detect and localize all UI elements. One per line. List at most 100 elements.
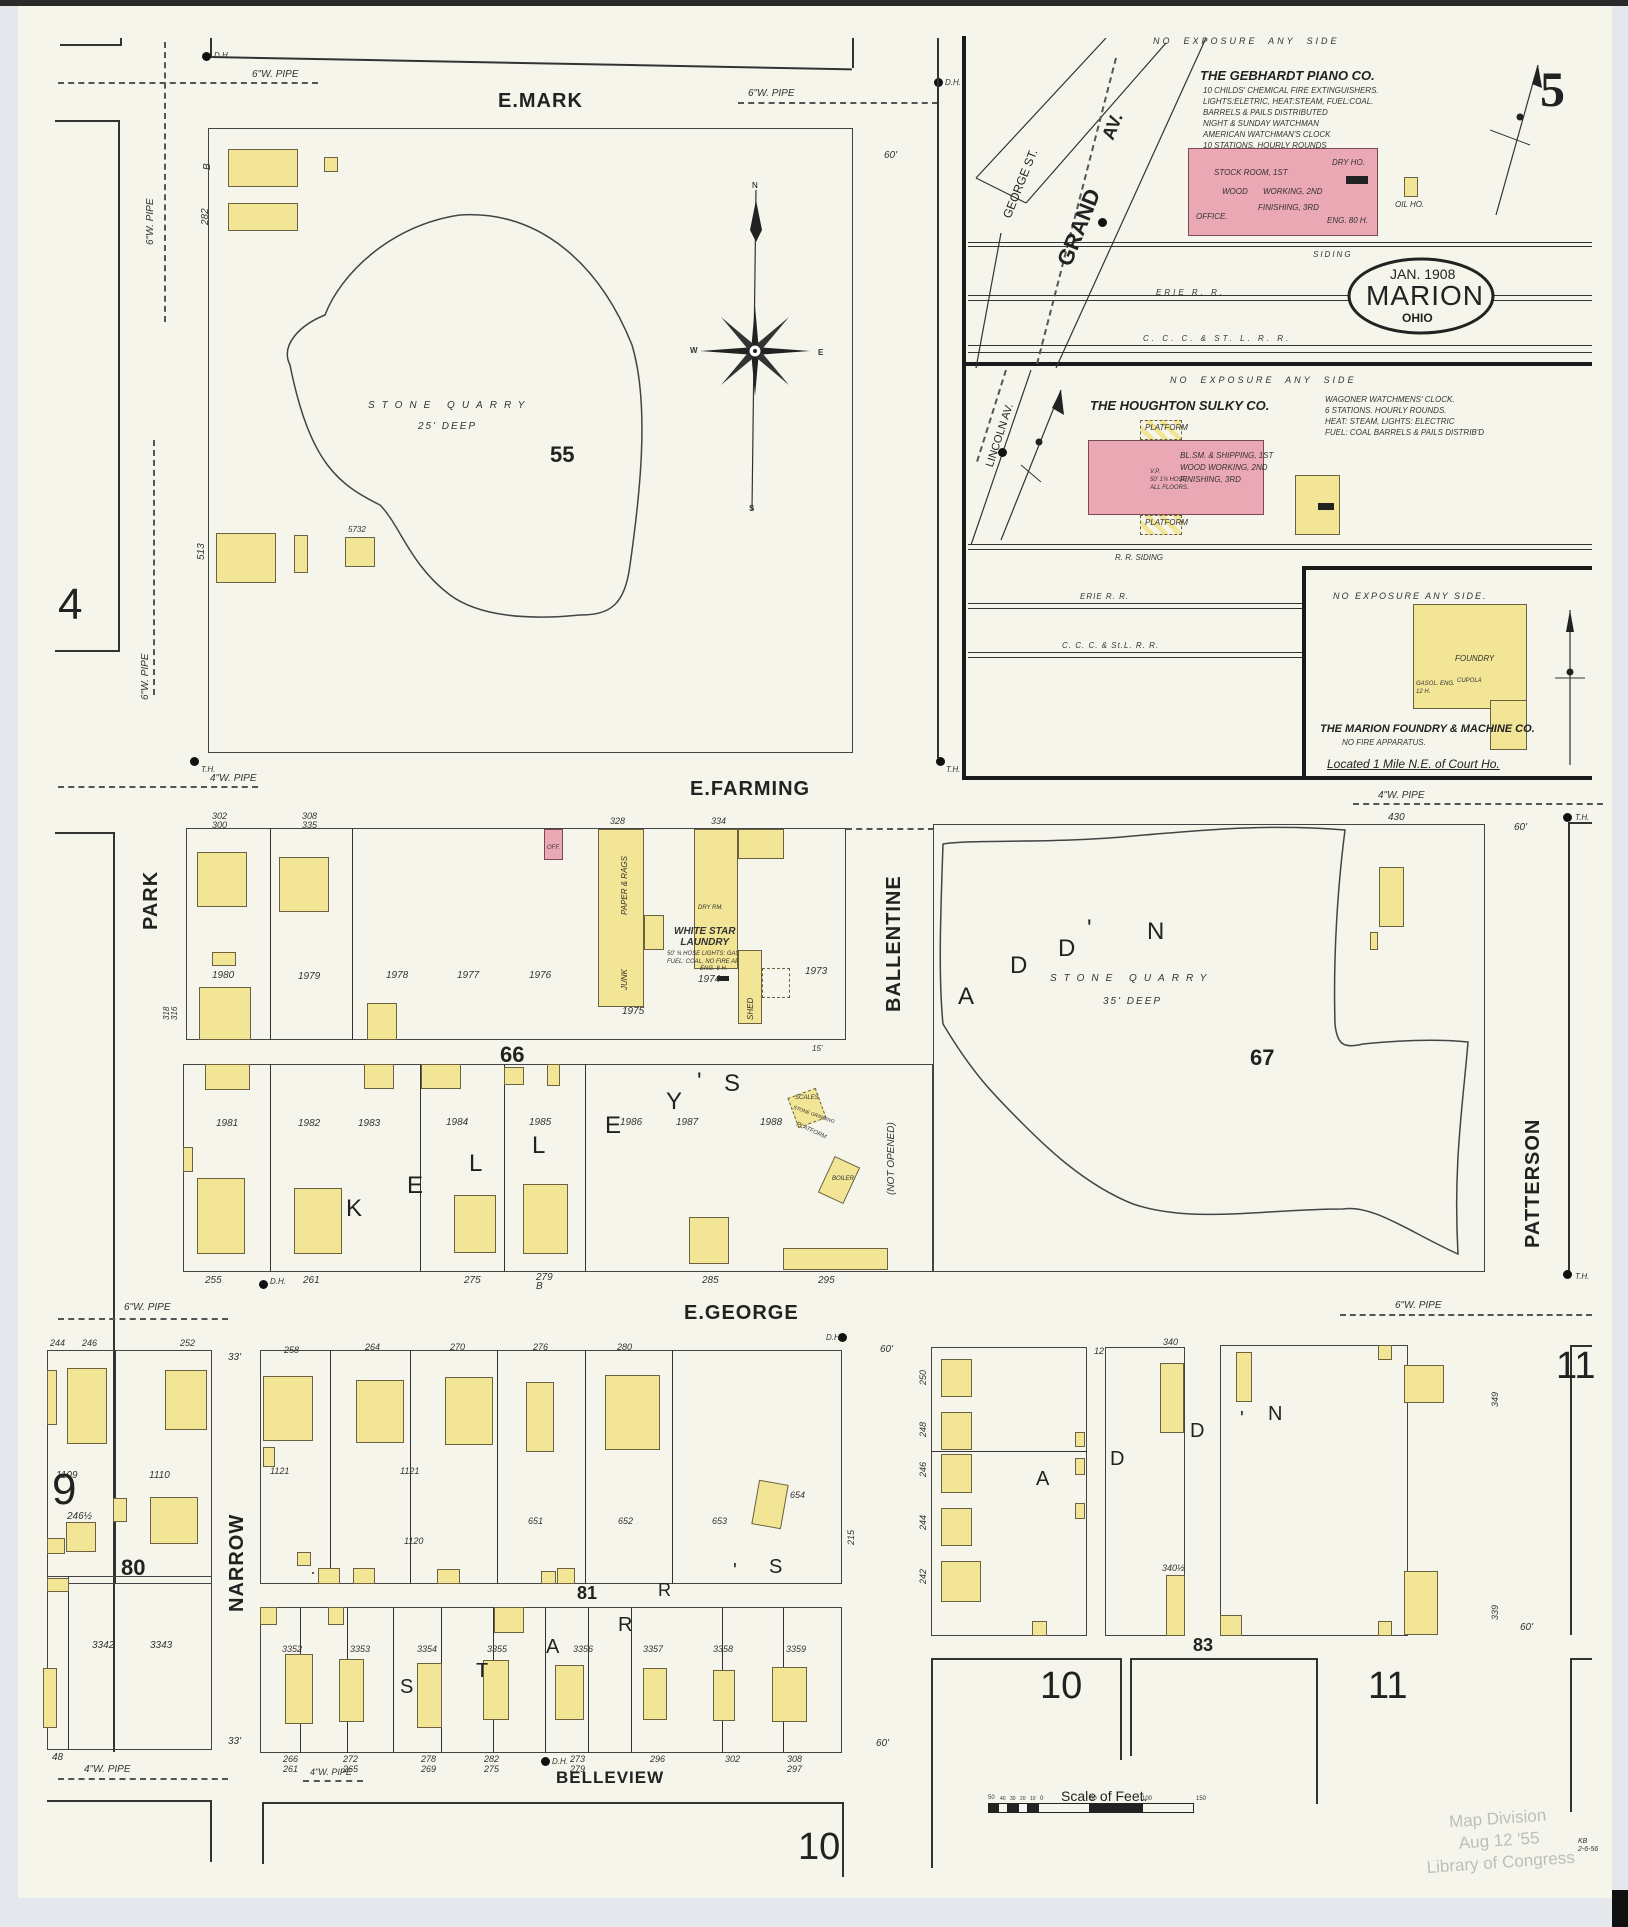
dwelling [941,1412,972,1450]
dwelling [199,987,251,1040]
dwelling [523,1184,568,1254]
address-label: 242 [918,1568,928,1584]
lot-number: 3356 [573,1644,594,1654]
dwelling [216,533,276,583]
boiler-icon [1318,503,1334,510]
lot-label: B [202,163,213,170]
dwelling [713,1670,735,1721]
exposure-note: NO EXPOSURE ANY SIDE [1153,36,1340,46]
compass-s: S [749,504,755,513]
dwelling [339,1659,364,1722]
outbuilding [557,1568,575,1584]
pipe-label: 4"W. PIPE [84,1764,131,1775]
address-label: 279 B [536,1272,553,1292]
stable [494,1607,524,1633]
address-label: 280 [617,1342,633,1352]
exposure-note: NO EXPOSURE ANY SIDE. [1333,591,1488,601]
block-edge [1130,1658,1132,1756]
street-e-farming: E.FARMING [690,778,811,800]
subdivision-letter: ' [697,1068,702,1095]
water-pipe [164,42,166,322]
railroad-track [968,603,1302,604]
lot-number: 654 [790,1490,806,1500]
subdivision-letter: A [1036,1468,1050,1490]
railroad-track [968,345,1592,346]
railroad-track [968,652,1302,653]
street-patterson: PATTERSON [1522,1118,1544,1248]
factory-houghton [1088,440,1264,515]
stable [364,1064,394,1089]
address-label: 244 [50,1338,66,1348]
block-number-67: 67 [1250,1045,1275,1070]
diagonal-streets [975,38,1207,368]
building-label: JUNK [620,969,629,990]
address-label: 430 [1388,812,1405,823]
north-arrow-icon [1490,64,1542,216]
block-edge [262,1802,844,1804]
address-label: 308 335 [302,811,318,830]
address-label: 261 [303,1275,320,1286]
scale-tick: 0 [1040,1796,1044,1802]
lot-number: 1978 [386,970,409,981]
block-number-55: 55 [550,442,575,467]
compass-w: W [690,346,698,355]
map-state: OHIO [1402,311,1433,325]
dh-label: D.H. [270,1277,286,1286]
address-label: 244 [918,1514,928,1530]
railroad-track [968,246,1592,247]
north-arrow-icon [1555,610,1585,765]
block-edge [937,38,939,758]
lot-line [588,1607,589,1753]
lot-number: 3352 [282,1644,303,1654]
street-e-mark: E.MARK [498,90,583,112]
address-label: 302 [725,1754,741,1764]
lot-number: 3354 [417,1644,438,1654]
lot-number: 1121 [270,1466,290,1476]
address-label: 248 [918,1421,928,1437]
subdivision-letter: N [1268,1403,1283,1425]
lot-label: 5732 [348,525,366,534]
inset-border [1302,566,1306,780]
block-81-south [260,1607,842,1753]
block-edge [931,1658,1121,1660]
map-date: JAN. 1908 [1390,266,1456,282]
outbuilding [318,1568,340,1584]
street-narrow: NARROW [226,1513,248,1612]
block-67 [933,824,1485,1272]
shed [783,1248,888,1270]
subdivision-letter: ' [1087,915,1092,942]
building-label: BOILER [832,1176,855,1182]
quarry-outline-67 [939,826,1469,1256]
shed [738,950,762,1024]
block-number-83: 83 [1193,1635,1214,1655]
inset-border [1302,566,1592,570]
address-label: 282 [200,208,211,225]
factory-gebhardt [1188,148,1378,236]
dh-marker [934,78,943,87]
stable [1220,1615,1242,1636]
lot-number: 1984 [446,1117,469,1128]
fire-protection-notes: 10 CHILDS' CHEMICAL FIRE EXTINGUISHERS. … [1203,86,1379,150]
address-label: 266 261 [283,1754,299,1774]
scale-bar [988,1803,1308,1813]
block-edge [1568,822,1570,1277]
laundry-building [694,829,738,969]
outbuilding [437,1569,460,1584]
address-label: 349 [1490,1391,1500,1407]
lot-number: 1981 [216,1118,239,1129]
location-note: Located 1 Mile N.E. of Court Ho. [1327,757,1500,771]
address-label: 340½ [1162,1563,1185,1573]
quarry-label: STONE QUARRY [368,400,532,411]
dimension-label: 15' [812,1044,823,1053]
outbuilding [1370,932,1378,950]
address-label: 270 [450,1342,466,1352]
lot-line [585,1350,586,1584]
th-marker [1563,813,1572,822]
dwelling [67,1368,107,1444]
dh-marker [259,1280,268,1289]
quarry-depth: 25' DEEP [418,421,478,432]
lot-number: 1975 [622,1006,645,1017]
building-label: SHED [746,997,755,1020]
railroad-track [968,544,1592,545]
rail-label: R. R. SIDING [1115,553,1164,562]
